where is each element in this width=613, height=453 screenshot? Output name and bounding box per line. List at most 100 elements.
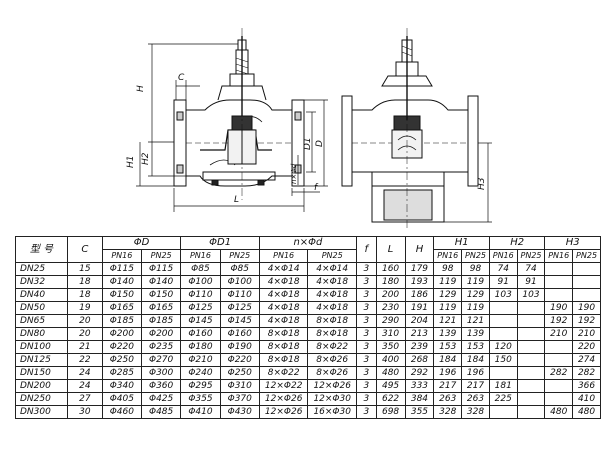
table-cell: Φ145 [219,314,260,328]
table-cell: Φ410 [180,405,221,419]
dim-label-h3: H3 [477,177,487,190]
table-cell: 310 [375,327,406,341]
table-cell: 220 [572,340,601,354]
table-cell: 12×Φ26 [307,379,357,393]
dimension-table: 型 号 C ΦD ΦD1 n×Φd f L H H1 H2 H3 PN16 PN… [14,236,601,419]
table-cell [516,405,546,419]
table-cell-model: DN125 [14,353,69,367]
table-cell: 4×Φ18 [258,288,309,302]
table-cell: 12×Φ26 [258,392,309,406]
table-cell: 210 [572,327,601,341]
table-cell: 119 [461,301,490,315]
table-cell: 3 [355,392,377,406]
table-cell: 3 [355,327,377,341]
side-section-view [341,28,492,230]
table-cell [572,262,601,276]
subheader-pn16: PN16 [544,249,574,263]
table-cell: Φ100 [219,275,260,289]
table-cell: Φ220 [101,340,142,354]
table-cell-model: DN100 [14,340,69,354]
table-cell: 186 [404,288,435,302]
table-cell: 24 [67,379,103,393]
table-cell: 12×Φ26 [258,405,309,419]
table-cell-model: DN250 [14,392,69,406]
table-cell: 355 [404,405,435,419]
table-cell [488,366,518,380]
table-cell: 3 [355,405,377,419]
table-cell: 698 [375,405,406,419]
table-cell [544,340,574,354]
header-nxd: n×Φd [258,236,357,250]
header-c: C [67,236,103,263]
table-cell: 8×Φ22 [258,366,309,380]
table-cell: Φ250 [219,366,260,380]
table-cell: 3 [355,340,377,354]
table-cell: Φ140 [101,275,142,289]
table-cell: Φ270 [140,353,182,367]
table-cell: 181 [488,379,518,393]
table-cell: 480 [375,366,406,380]
table-cell: 129 [461,288,490,302]
table-cell: Φ165 [101,301,142,315]
table-cell: Φ250 [101,353,142,367]
table-cell: 410 [572,392,601,406]
table-cell: 24 [67,366,103,380]
table-cell-model: DN65 [14,314,69,328]
table-cell: Φ430 [219,405,260,419]
table-cell: 8×Φ26 [307,353,357,367]
table-cell [572,288,601,302]
table-cell: 217 [433,379,463,393]
table-cell: 12×Φ22 [258,379,309,393]
table-cell: Φ145 [180,314,221,328]
table-cell: 184 [461,353,490,367]
dim-label-nxd: n×Φd [290,163,298,184]
table-cell: 4×Φ18 [258,301,309,315]
table-cell: 190 [544,301,574,315]
table-cell: Φ85 [219,262,260,276]
table-cell: 400 [375,353,406,367]
table-cell: 8×Φ18 [258,353,309,367]
table-cell: Φ160 [219,327,260,341]
table-cell: 139 [433,327,463,341]
table-cell [544,392,574,406]
table-cell: 103 [488,288,518,302]
table-cell: 4×Φ18 [258,314,309,328]
table-cell: Φ125 [219,301,260,315]
table-cell: 8×Φ18 [307,327,357,341]
dim-label-h2: H2 [141,152,151,165]
subheader-pn16: PN16 [258,249,309,263]
table-cell [544,288,574,302]
table-cell: Φ425 [140,392,182,406]
table-cell: 20 [67,327,103,341]
table-cell: 191 [404,301,435,315]
table-cell: 622 [375,392,406,406]
table-cell: Φ355 [180,392,221,406]
table-cell: 119 [433,275,463,289]
header-h1: H1 [433,236,490,250]
table-cell: 150 [488,353,518,367]
subheader-pn16: PN16 [433,249,463,263]
table-cell: 282 [544,366,574,380]
table-cell: 3 [355,275,377,289]
table-cell: Φ100 [180,275,221,289]
table-cell-model: DN25 [14,262,69,276]
table-cell: 21 [67,340,103,354]
dim-label-f: f [314,183,319,193]
table-cell: 16×Φ30 [307,405,357,419]
table-cell: 3 [355,366,377,380]
table-cell: Φ460 [101,405,142,419]
table-cell: Φ200 [101,327,142,341]
dim-label-h: H [136,85,146,92]
table-cell [516,392,546,406]
table-cell: Φ140 [140,275,182,289]
header-model: 型 号 [14,236,69,263]
table-cell: 18 [67,288,103,302]
subheader-pn16: PN16 [488,249,518,263]
